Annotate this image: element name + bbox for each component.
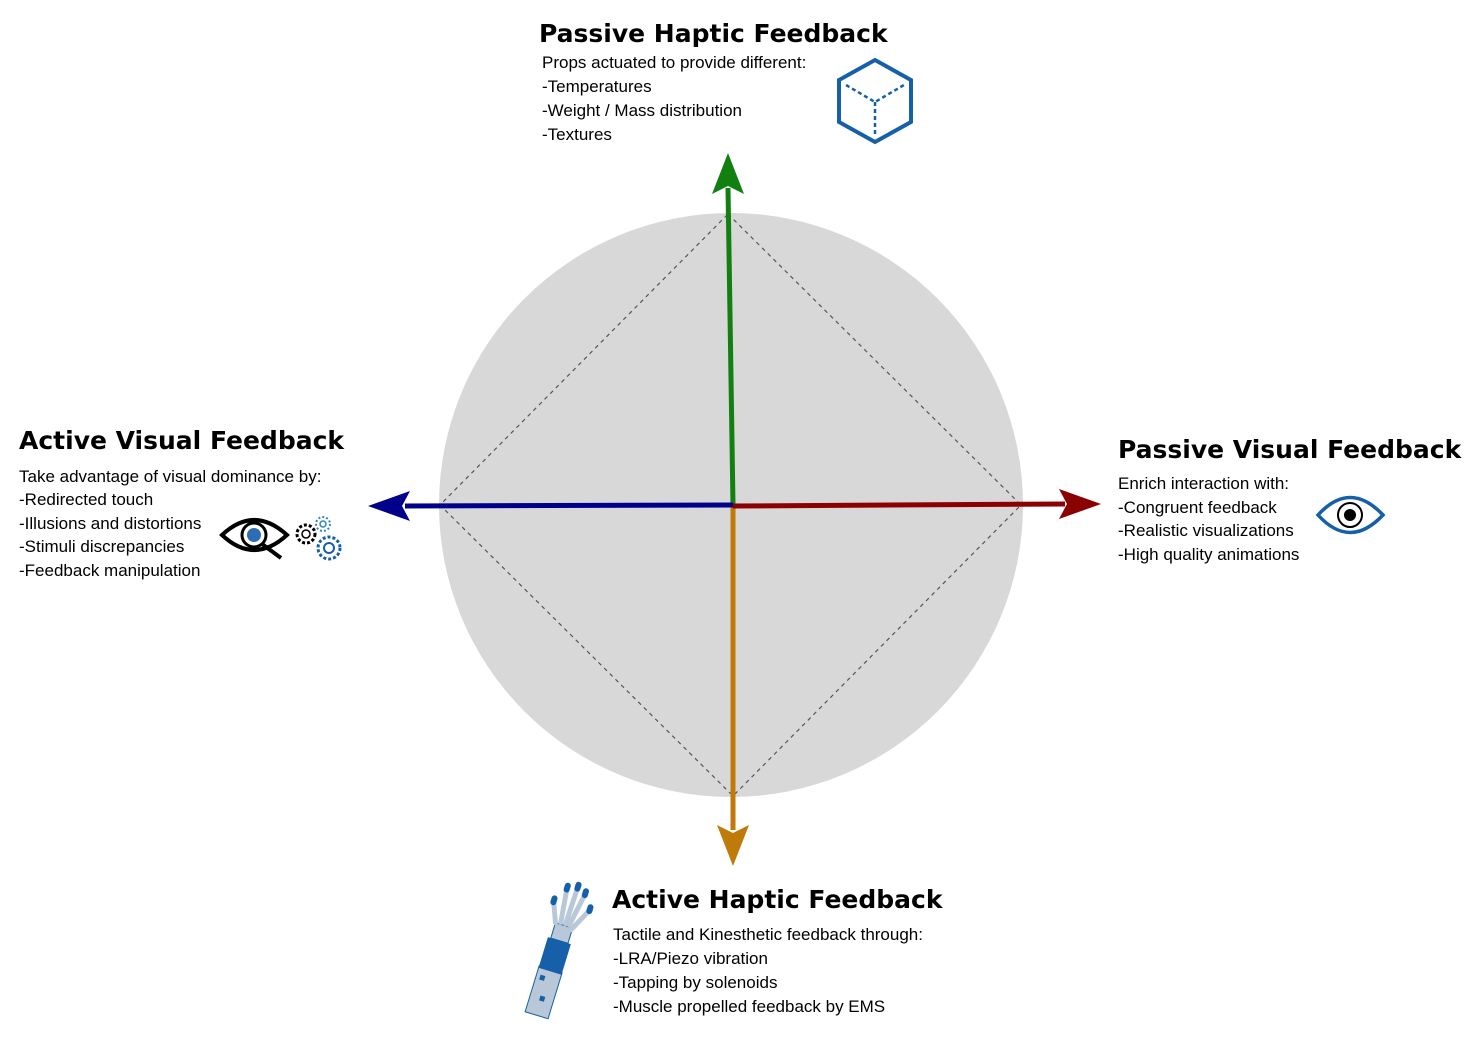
section-title: Active Visual Feedback xyxy=(19,426,345,455)
list-item: -Redirected touch xyxy=(19,490,153,509)
section-intro: Take advantage of visual dominance by: xyxy=(19,467,321,486)
cube-icon xyxy=(837,57,913,145)
list-item: -Temperatures xyxy=(542,77,652,96)
eye-icon xyxy=(1315,495,1386,535)
list-item: -Realistic visualizations xyxy=(1118,521,1294,540)
dashed-diamond xyxy=(439,213,1022,797)
axis-left xyxy=(368,491,734,521)
section-intro: Tactile and Kinesthetic feedback through… xyxy=(613,925,923,944)
section-passive-haptic: Passive Haptic Feedback Props actuated t… xyxy=(539,19,913,145)
eye-search-gears-icon xyxy=(219,516,342,561)
section-active-haptic: Active Haptic Feedback Tactile and Kines… xyxy=(524,881,944,1020)
list-item: -LRA/Piezo vibration xyxy=(613,949,768,968)
axis-down xyxy=(717,505,749,866)
list-item: -Muscle propelled feedback by EMS xyxy=(613,997,885,1016)
axis-right xyxy=(732,489,1101,519)
list-item: -Feedback manipulation xyxy=(19,561,200,580)
list-item: -Stimuli discrepancies xyxy=(19,537,184,556)
list-item: -High quality animations xyxy=(1118,545,1299,564)
section-title: Active Haptic Feedback xyxy=(612,885,944,914)
section-title: Passive Haptic Feedback xyxy=(539,19,889,48)
list-item: -Tapping by solenoids xyxy=(613,973,777,992)
section-intro: Props actuated to provide different: xyxy=(542,53,806,72)
list-item: -Weight / Mass distribution xyxy=(542,101,742,120)
section-title: Passive Visual Feedback xyxy=(1118,435,1463,464)
list-item: -Congruent feedback xyxy=(1118,498,1277,517)
haptic-glove-icon xyxy=(524,881,594,1020)
section-intro: Enrich interaction with: xyxy=(1118,474,1289,493)
section-passive-visual: Passive Visual Feedback Enrich interacti… xyxy=(1118,435,1463,564)
list-item: -Illusions and distortions xyxy=(19,514,201,533)
axis-up xyxy=(712,153,744,506)
section-active-visual: Active Visual Feedback Take advantage of… xyxy=(19,426,345,580)
list-item: -Textures xyxy=(542,125,612,144)
